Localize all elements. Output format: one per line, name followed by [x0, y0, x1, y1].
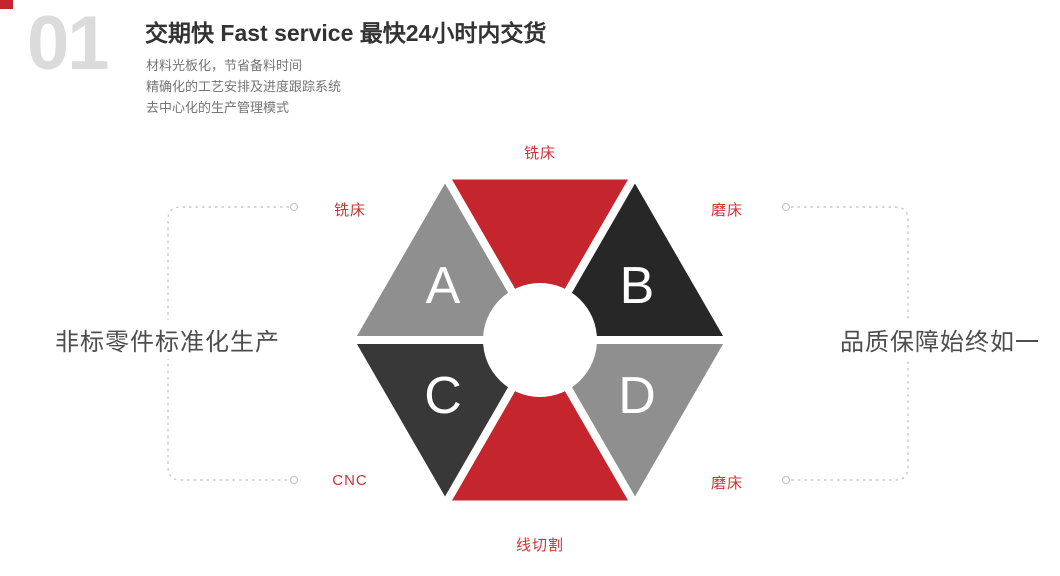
left-bottom-dot — [289, 475, 299, 485]
right-bottom-dot — [781, 475, 791, 485]
left-top-dot — [289, 202, 299, 212]
label-lower-right: 磨床 — [710, 475, 743, 492]
subtitle-line-3: 去中心化的生产管理模式 — [146, 100, 290, 115]
label-lower-left: CNC — [332, 472, 368, 489]
corner-accent — [0, 0, 13, 9]
right-note: 品质保障始终如一 — [838, 320, 1042, 359]
subtitle-line-1: 材料光板化，节省备料时间 — [146, 58, 303, 73]
section-number: 01 — [27, 1, 110, 86]
letter-a: A — [426, 257, 461, 315]
letter-d: D — [618, 367, 656, 425]
slide-title: 交期快 Fast service 最快24小时内交货 — [145, 20, 547, 46]
hexagon-diagram: A B C D — [346, 171, 734, 509]
subtitle-line-2: 精确化的工艺安排及进度跟踪系统 — [146, 79, 342, 94]
label-upper-right: 磨床 — [710, 202, 743, 219]
segment-upper-left — [346, 171, 544, 344]
label-bottom: 线切割 — [515, 537, 564, 554]
left-note: 非标零件标准化生产 — [53, 320, 282, 359]
hub-circle — [483, 283, 597, 397]
subtitle-block: 材料光板化，节省备料时间 精确化的工艺安排及进度跟踪系统 去中心化的生产管理模式 — [146, 55, 341, 118]
letter-b: B — [620, 257, 655, 315]
right-top-dot — [781, 202, 791, 212]
label-upper-left: 铣床 — [333, 202, 366, 219]
letter-c: C — [424, 367, 462, 425]
label-top: 铣床 — [523, 145, 556, 162]
